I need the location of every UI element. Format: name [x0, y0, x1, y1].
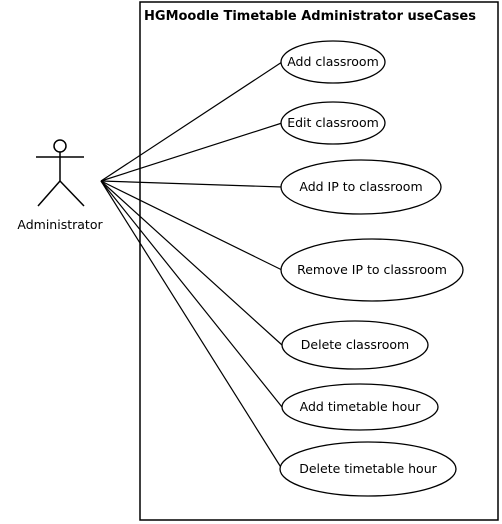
use-case-label: Add IP to classroom: [299, 179, 422, 194]
actor: [36, 139, 85, 207]
use-case-edit-classroom: Edit classroom: [280, 101, 386, 145]
use-case-remove-ip-to-classroom: Remove IP to classroom: [280, 238, 464, 302]
use-case-add-ip-to-classroom: Add IP to classroom: [280, 159, 442, 215]
actor-head: [53, 139, 67, 153]
use-case-add-classroom: Add classroom: [280, 40, 386, 84]
association-line: [100, 180, 283, 188]
use-case-delete-timetable-hour: Delete timetable hour: [279, 441, 457, 497]
use-case-label: Remove IP to classroom: [297, 262, 447, 277]
diagram-title: HGMoodle Timetable Administrator useCase…: [144, 9, 476, 24]
use-case-label: Delete timetable hour: [299, 461, 437, 476]
use-case-add-timetable-hour: Add timetable hour: [281, 383, 439, 431]
association-line: [100, 61, 283, 182]
use-case-label: Add timetable hour: [300, 399, 422, 414]
use-case-label: Edit classroom: [287, 115, 379, 130]
use-case-label: Delete classroom: [301, 337, 409, 352]
actor-right-leg: [59, 180, 85, 207]
association-line: [100, 180, 283, 408]
actor-label: Administrator: [17, 217, 103, 232]
use-case-delete-classroom: Delete classroom: [281, 320, 429, 370]
actor-left-leg: [37, 180, 61, 207]
association-line: [100, 180, 283, 470]
association-line: [100, 122, 283, 182]
use-case-label: Add classroom: [287, 54, 379, 69]
associations: [100, 61, 283, 470]
association-line: [100, 180, 283, 346]
association-line: [100, 180, 283, 271]
